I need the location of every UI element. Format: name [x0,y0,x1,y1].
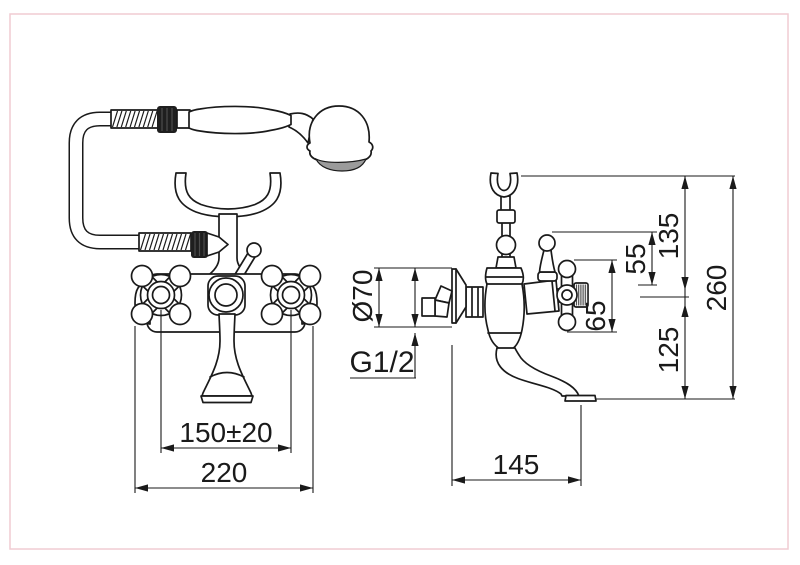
spout-front [200,313,254,404]
dimension-65: 65 [567,259,617,333]
hand-shower-handle [188,105,292,135]
dim-overall-height-label: 260 [701,265,732,312]
dim-overall-width-label: 220 [201,457,248,488]
cross-handle-side [556,259,589,332]
hose-coil-bottom [138,232,192,252]
dim-diverter-height-label: 55 [620,243,651,274]
front-view: 150±20 220 [68,105,374,493]
dimension-135-125: 135 125 [653,176,689,399]
dimension-145: 145 [451,345,582,486]
cradle-fork-side [489,172,519,198]
side-view: Ø70 G1/2 55 65 [347,172,737,486]
dimension-260: 260 [701,176,737,399]
dim-axis-to-spout-label: 125 [653,327,684,374]
shower-hose [68,111,141,250]
escutcheon [451,268,467,324]
hand-shower-bell [306,105,374,165]
dimension-220: 220 [134,326,314,493]
dimension-diameter-70: Ø70 [347,267,452,328]
dimension-thread: G1/2 [349,333,419,379]
hose-adapter-wedge [206,232,229,257]
wall-connection [421,268,484,324]
dim-thread-size-label: G1/2 [349,346,414,379]
cross-handle-right [260,264,322,326]
cradle-fork [174,172,282,218]
hose-ferrule [176,109,191,129]
dim-cradle-to-axis-label: 135 [653,213,684,260]
hand-shower [188,105,374,172]
hose-nut-top-knurl [161,108,173,131]
hand-shower-neck [288,112,314,144]
spout-outlet-flange [564,394,597,402]
dimension-150: 150±20 [160,310,292,453]
hose-nut-bottom-knurl [194,233,205,256]
diverter-hub-inner [214,283,238,307]
hand-shower-spray-face [314,157,368,172]
dim-escutcheon-diameter-label: Ø70 [347,270,378,323]
hose-coil-top [110,109,159,129]
dim-handle-spacing-label: 150±20 [179,417,272,448]
diverter-side [523,234,560,315]
dim-wall-to-spout-label: 145 [493,449,540,480]
dimension-55: 55 [552,231,657,286]
faucet-body-side [484,267,526,350]
cross-handle-left [130,264,192,326]
wall-hex-nut [465,286,484,318]
riser-side [495,195,517,269]
thread-end [421,297,436,317]
dim-handle-height-label: 65 [580,300,611,331]
spout-side [495,347,597,402]
page-border [9,13,789,550]
